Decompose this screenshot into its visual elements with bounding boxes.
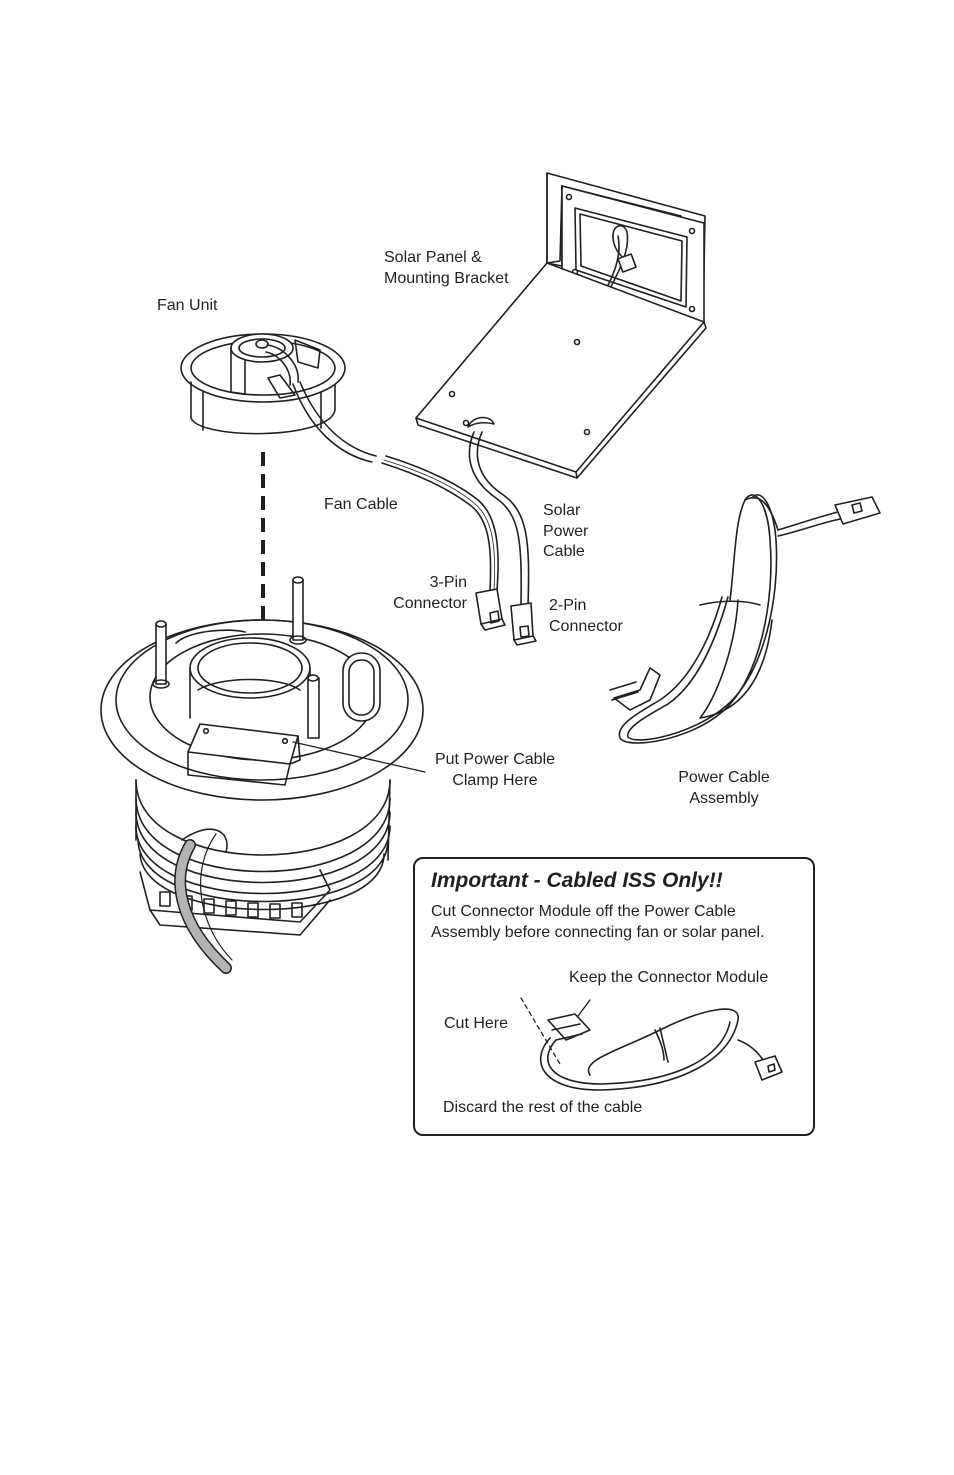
solar-power-cable-label: Solar Power Cable	[543, 502, 589, 560]
clamp-label: Put Power Cable Clamp Here	[434, 751, 556, 789]
connectors	[475, 588, 537, 646]
fan-unit	[180, 333, 499, 591]
solar-panel-bracket	[415, 172, 707, 607]
discard-label: Discard the rest of the cable	[443, 1099, 643, 1116]
power-cable-assembly-label: Power Cable Assembly	[678, 769, 770, 807]
solar-panel-label: Solar Panel & Mounting Bracket	[384, 249, 509, 287]
important-box	[413, 857, 815, 1136]
keep-connector-label: Keep the Connector Module	[569, 969, 769, 986]
cut-illustration	[520, 997, 783, 1091]
iss-base	[100, 576, 426, 974]
important-box-body: Cut Connector Module off the Power Cable…	[431, 903, 765, 941]
cut-here-label: Cut Here	[444, 1015, 509, 1032]
fan-cable-label: Fan Cable	[324, 496, 398, 513]
three-pin-connector-label: 3-Pin Connector	[393, 574, 467, 612]
fan-unit-label: Fan Unit	[157, 297, 218, 314]
important-box-title: Important - Cabled ISS Only!!	[431, 869, 723, 892]
two-pin-connector-label: 2-Pin Connector	[549, 597, 623, 635]
power-cable-assembly	[609, 494, 881, 744]
